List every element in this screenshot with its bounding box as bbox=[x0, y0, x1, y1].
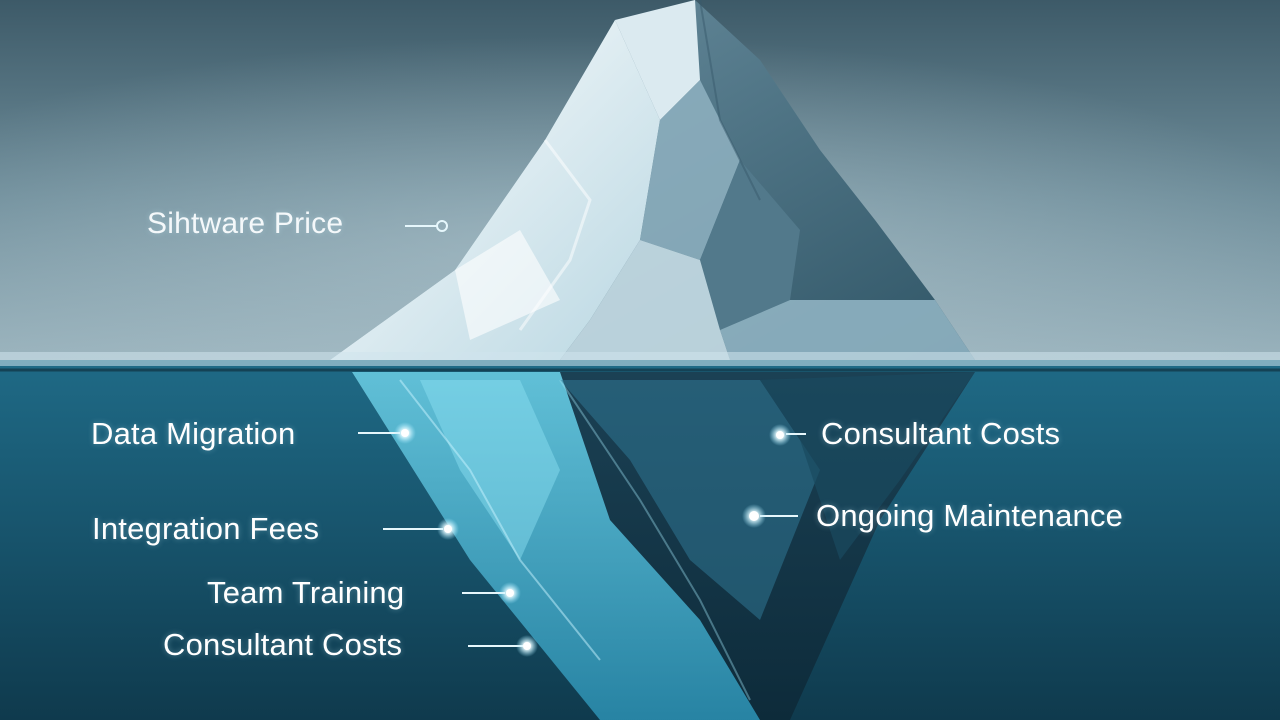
waterline bbox=[0, 352, 1280, 366]
label-integration-fees: Integration Fees bbox=[92, 511, 320, 546]
connectors bbox=[358, 220, 806, 647]
connector-node-software-price bbox=[436, 220, 448, 232]
glow-nodes bbox=[394, 422, 791, 657]
iceberg-underwater bbox=[352, 372, 975, 720]
iceberg-above bbox=[330, 0, 975, 360]
label-consultant-costs-right: Consultant Costs bbox=[821, 416, 1061, 451]
label-ongoing-maintenance: Ongoing Maintenance bbox=[816, 498, 1124, 533]
label-data-migration: Data Migration bbox=[91, 416, 296, 451]
label-team-training: Team Training bbox=[207, 575, 405, 610]
label-consultant-costs-left: Consultant Costs bbox=[163, 627, 403, 662]
label-software-price: Sihtware Price bbox=[147, 207, 344, 240]
